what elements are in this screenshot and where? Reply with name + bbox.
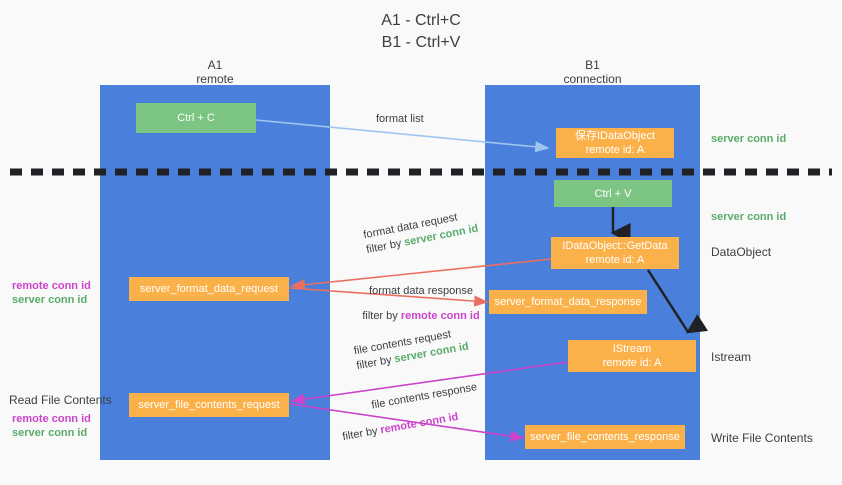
column-header-b1: B1 connection: [485, 58, 700, 86]
node-ctrl-c[interactable]: Ctrl + C: [136, 103, 256, 133]
node-ctrl-v-label: Ctrl + V: [594, 187, 632, 200]
edge-label-file-contents-response: file contents response filter by remote …: [341, 381, 485, 445]
annotation-read-file-contents: Read File Contents: [9, 393, 112, 407]
title-line-1: A1 - Ctrl+C: [381, 12, 461, 29]
annotation-write-file-contents: Write File Contents: [711, 431, 813, 445]
filter-value-remote-conn-id: remote conn id: [379, 410, 460, 437]
node-server-format-data-request[interactable]: server_format_data_request: [129, 277, 289, 301]
node-ctrl-c-label: Ctrl + C: [177, 112, 215, 124]
node-istream-line2: remote id: A: [602, 357, 662, 369]
node-server-format-data-response[interactable]: server_format_data_response: [489, 290, 647, 314]
annotation-server-conn-id-2: server conn id: [12, 427, 88, 439]
filter-prefix: filter by: [341, 424, 382, 444]
node-server-file-contents-request[interactable]: server_file_contents_request: [129, 393, 289, 417]
filter-prefix: filter by: [362, 310, 401, 322]
annotation-server-conn-id-mid: server conn id: [711, 211, 787, 223]
node-server-format-data-request-label: server_format_data_request: [139, 283, 279, 295]
node-server-format-data-response-label: server_format_data_response: [494, 296, 642, 308]
node-store-idataobject-line1: 保存IDataObject: [574, 130, 656, 142]
edge-label-format-list: format list: [376, 113, 424, 125]
node-istream-line1: IStream: [612, 343, 652, 355]
node-server-file-contents-request-label: server_file_contents_request: [138, 399, 280, 411]
node-idataobject-getdata-line1: IDataObject::GetData: [562, 240, 668, 252]
diagram-title: A1 - Ctrl+C B1 - Ctrl+V: [0, 10, 842, 54]
node-ctrl-v[interactable]: Ctrl + V: [554, 180, 672, 207]
column-a1-sub: remote: [196, 72, 234, 86]
annotation-dataobject: DataObject: [711, 245, 772, 259]
node-store-idataobject[interactable]: 保存IDataObject remote id: A: [556, 128, 674, 158]
edge-label-file-contents-response-line2: filter by remote conn id: [341, 406, 482, 445]
edge-label-format-data-response-line1: format data response: [369, 285, 473, 297]
column-a1-name: A1: [207, 58, 223, 72]
column-header-a1: A1 remote: [100, 58, 330, 86]
edge-label-format-data-request: format data request filter by server con…: [362, 211, 482, 258]
node-istream[interactable]: IStream remote id: A: [568, 340, 696, 372]
edge-label-format-data-response: format data response filter by remote co…: [332, 284, 510, 324]
annotation-server-conn-id-1: server conn id: [12, 294, 88, 306]
edge-label-format-data-response-line2: filter by remote conn id: [332, 309, 510, 324]
column-b1-sub: connection: [563, 72, 622, 86]
node-idataobject-getdata-line2: remote id: A: [585, 254, 645, 266]
edge-label-file-contents-request: file contents request filter by server c…: [353, 328, 472, 374]
filter-value-remote-conn-id: remote conn id: [400, 310, 480, 322]
annotation-server-conn-id-top: server conn id: [711, 133, 787, 145]
annotation-remote-conn-id-2: remote conn id: [12, 413, 91, 425]
annotation-remote-conn-id-1: remote conn id: [12, 280, 91, 292]
title-line-2: B1 - Ctrl+V: [381, 34, 461, 51]
node-idataobject-getdata[interactable]: IDataObject::GetData remote id: A: [551, 237, 679, 269]
column-b1-name: B1: [585, 58, 600, 72]
node-server-file-contents-response[interactable]: server_file_contents_response: [525, 425, 685, 449]
node-server-file-contents-response-label: server_file_contents_response: [530, 431, 680, 443]
annotation-istream: Istream: [711, 350, 752, 364]
node-store-idataobject-line2: remote id: A: [585, 144, 645, 156]
